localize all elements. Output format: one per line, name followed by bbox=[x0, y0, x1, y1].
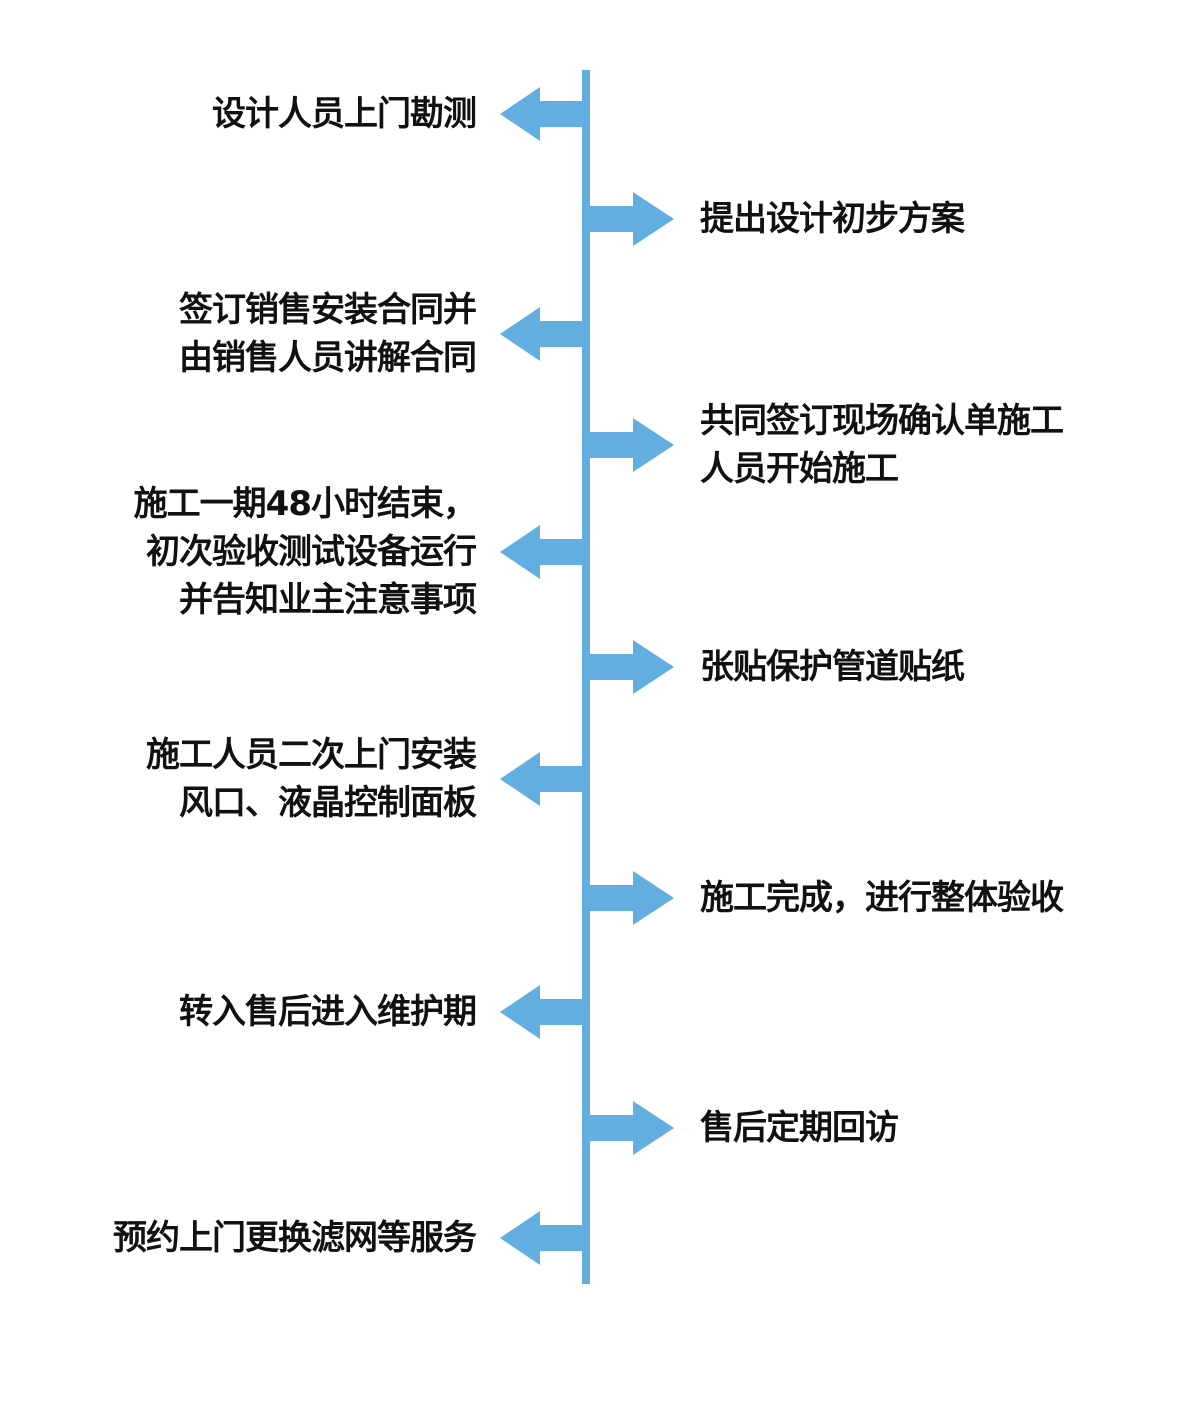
step-9-text: 转入售后进入维护期 bbox=[179, 988, 477, 1036]
step-10-text: 售后定期回访 bbox=[700, 1104, 899, 1152]
arrow-right-2 bbox=[586, 192, 674, 246]
step-7-text: 施工人员二次上门安装风口、液晶控制面板 bbox=[146, 731, 477, 827]
arrow-left-7 bbox=[500, 752, 586, 806]
arrow-left-5 bbox=[500, 525, 586, 579]
arrow-left-3 bbox=[500, 307, 586, 361]
step-5-line-2: 初次验收测试设备运行 bbox=[146, 532, 477, 572]
step-10-line-1: 售后定期回访 bbox=[700, 1108, 899, 1148]
step-4-line-1: 共同签订现场确认单施工 bbox=[700, 401, 1064, 441]
step-7-line-1: 施工人员二次上门安装 bbox=[146, 735, 477, 775]
step-4-text: 共同签订现场确认单施工人员开始施工 bbox=[700, 397, 1064, 493]
step-3-text: 签订销售安装合同并由销售人员讲解合同 bbox=[179, 286, 477, 382]
step-8-line-1: 施工完成，进行整体验收 bbox=[700, 878, 1064, 918]
step-6-text: 张贴保护管道贴纸 bbox=[700, 643, 965, 691]
step-2-text: 提出设计初步方案 bbox=[700, 195, 965, 243]
arrow-left-11 bbox=[500, 1211, 586, 1265]
step-5-line-1: 施工一期48小时结束， bbox=[133, 484, 477, 524]
step-9-line-1: 转入售后进入维护期 bbox=[179, 992, 477, 1032]
step-5-line-3: 并告知业主注意事项 bbox=[179, 580, 477, 620]
arrow-left-9 bbox=[500, 985, 586, 1039]
step-1-text: 设计人员上门勘测 bbox=[212, 90, 477, 138]
arrow-left-1 bbox=[500, 87, 586, 141]
arrow-right-4 bbox=[586, 418, 674, 472]
step-7-line-2: 风口、液晶控制面板 bbox=[179, 783, 477, 823]
step-1-line-1: 设计人员上门勘测 bbox=[212, 94, 477, 134]
arrow-right-10 bbox=[586, 1101, 674, 1155]
step-6-line-1: 张贴保护管道贴纸 bbox=[700, 647, 965, 687]
step-5-text: 施工一期48小时结束， 初次验收测试设备运行并告知业主注意事项 bbox=[133, 480, 477, 624]
step-3-line-1: 签订销售安装合同并 bbox=[179, 290, 477, 330]
step-11-line-1: 预约上门更换滤网等服务 bbox=[113, 1218, 477, 1258]
step-8-text: 施工完成，进行整体验收 bbox=[700, 874, 1064, 922]
step-11-text: 预约上门更换滤网等服务 bbox=[113, 1214, 477, 1262]
step-4-line-2: 人员开始施工 bbox=[700, 449, 899, 489]
arrow-right-6 bbox=[586, 640, 674, 694]
step-2-line-1: 提出设计初步方案 bbox=[700, 199, 965, 239]
step-3-line-2: 由销售人员讲解合同 bbox=[179, 338, 477, 378]
arrow-right-8 bbox=[586, 871, 674, 925]
